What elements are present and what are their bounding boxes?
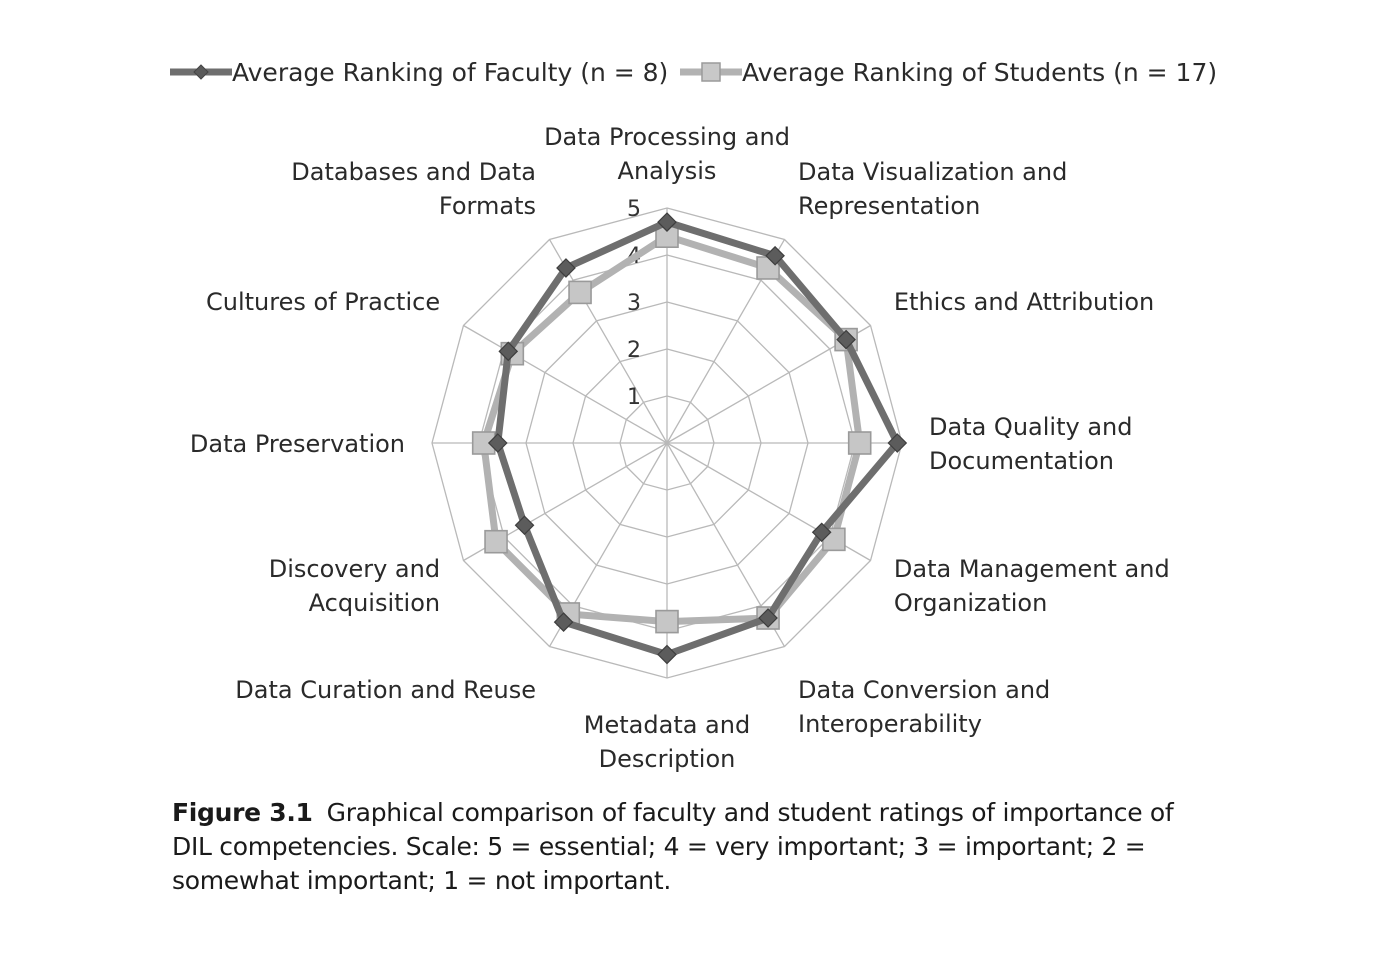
legend-label-students: Average Ranking of Students (n = 17)	[742, 58, 1217, 87]
axis-label: Data Visualization and	[798, 158, 1067, 186]
series-faculty	[487, 212, 908, 665]
data-point-square	[847, 431, 872, 455]
data-point-diamond	[758, 608, 778, 628]
radar-chart: Average Ranking of Faculty (n = 8) Avera…	[170, 58, 1217, 773]
axis-label: Representation	[798, 192, 980, 220]
radar-series	[471, 212, 908, 665]
figure-caption-text: Graphical comparison of faculty and stud…	[172, 798, 1174, 895]
legend-marker-diamond	[193, 64, 209, 80]
tick-label: 1	[627, 385, 641, 410]
data-point-diamond	[514, 515, 535, 536]
tick-label: 3	[627, 291, 641, 316]
legend: Average Ranking of Faculty (n = 8) Avera…	[170, 58, 1217, 87]
data-point-square	[484, 529, 508, 554]
axis-label: Interoperability	[798, 710, 982, 738]
data-point-diamond	[553, 612, 574, 632]
axis-label: Formats	[439, 192, 536, 220]
axis-label: Data Curation and Reuse	[235, 676, 536, 704]
data-point-diamond	[811, 522, 832, 543]
axis-label: Data Preservation	[190, 430, 405, 458]
data-point-diamond	[487, 433, 508, 453]
data-point-square	[568, 280, 592, 305]
axis-label: Data Processing and	[544, 123, 790, 151]
axis-label: Description	[599, 745, 736, 773]
axis-label: Data Conversion and	[798, 676, 1050, 704]
axis-label: Cultures of Practice	[206, 288, 440, 316]
data-point-diamond	[765, 245, 785, 266]
figure-label: Figure 3.1	[172, 798, 313, 827]
axis-label: Acquisition	[309, 589, 440, 617]
axis-label: Ethics and Attribution	[894, 288, 1154, 316]
tick-label: 2	[627, 338, 641, 363]
axis-label: Analysis	[618, 157, 717, 185]
axis-label: Data Management and	[894, 555, 1170, 583]
data-point-diamond	[887, 433, 908, 453]
data-point-diamond	[556, 258, 576, 278]
data-point-diamond	[657, 212, 677, 232]
axis-label: Databases and Data	[291, 158, 536, 186]
tick-label: 5	[627, 197, 641, 222]
data-point-diamond	[498, 341, 519, 362]
legend-item-students: Average Ranking of Students (n = 17)	[680, 58, 1217, 87]
axis-label: Metadata and	[584, 711, 750, 739]
axis-label: Data Quality and	[929, 413, 1132, 441]
data-point-square	[655, 609, 679, 634]
legend-marker-square	[701, 62, 721, 82]
axis-label: Organization	[894, 589, 1047, 617]
data-point-diamond	[836, 329, 856, 350]
legend-item-faculty: Average Ranking of Faculty (n = 8)	[170, 58, 668, 87]
legend-label-faculty: Average Ranking of Faculty (n = 8)	[232, 58, 668, 87]
axis-label: Discovery and	[269, 555, 440, 583]
series-students	[471, 224, 872, 634]
data-point-diamond	[657, 644, 677, 665]
axis-label: Documentation	[929, 447, 1114, 475]
grid-spoke	[463, 324, 668, 444]
